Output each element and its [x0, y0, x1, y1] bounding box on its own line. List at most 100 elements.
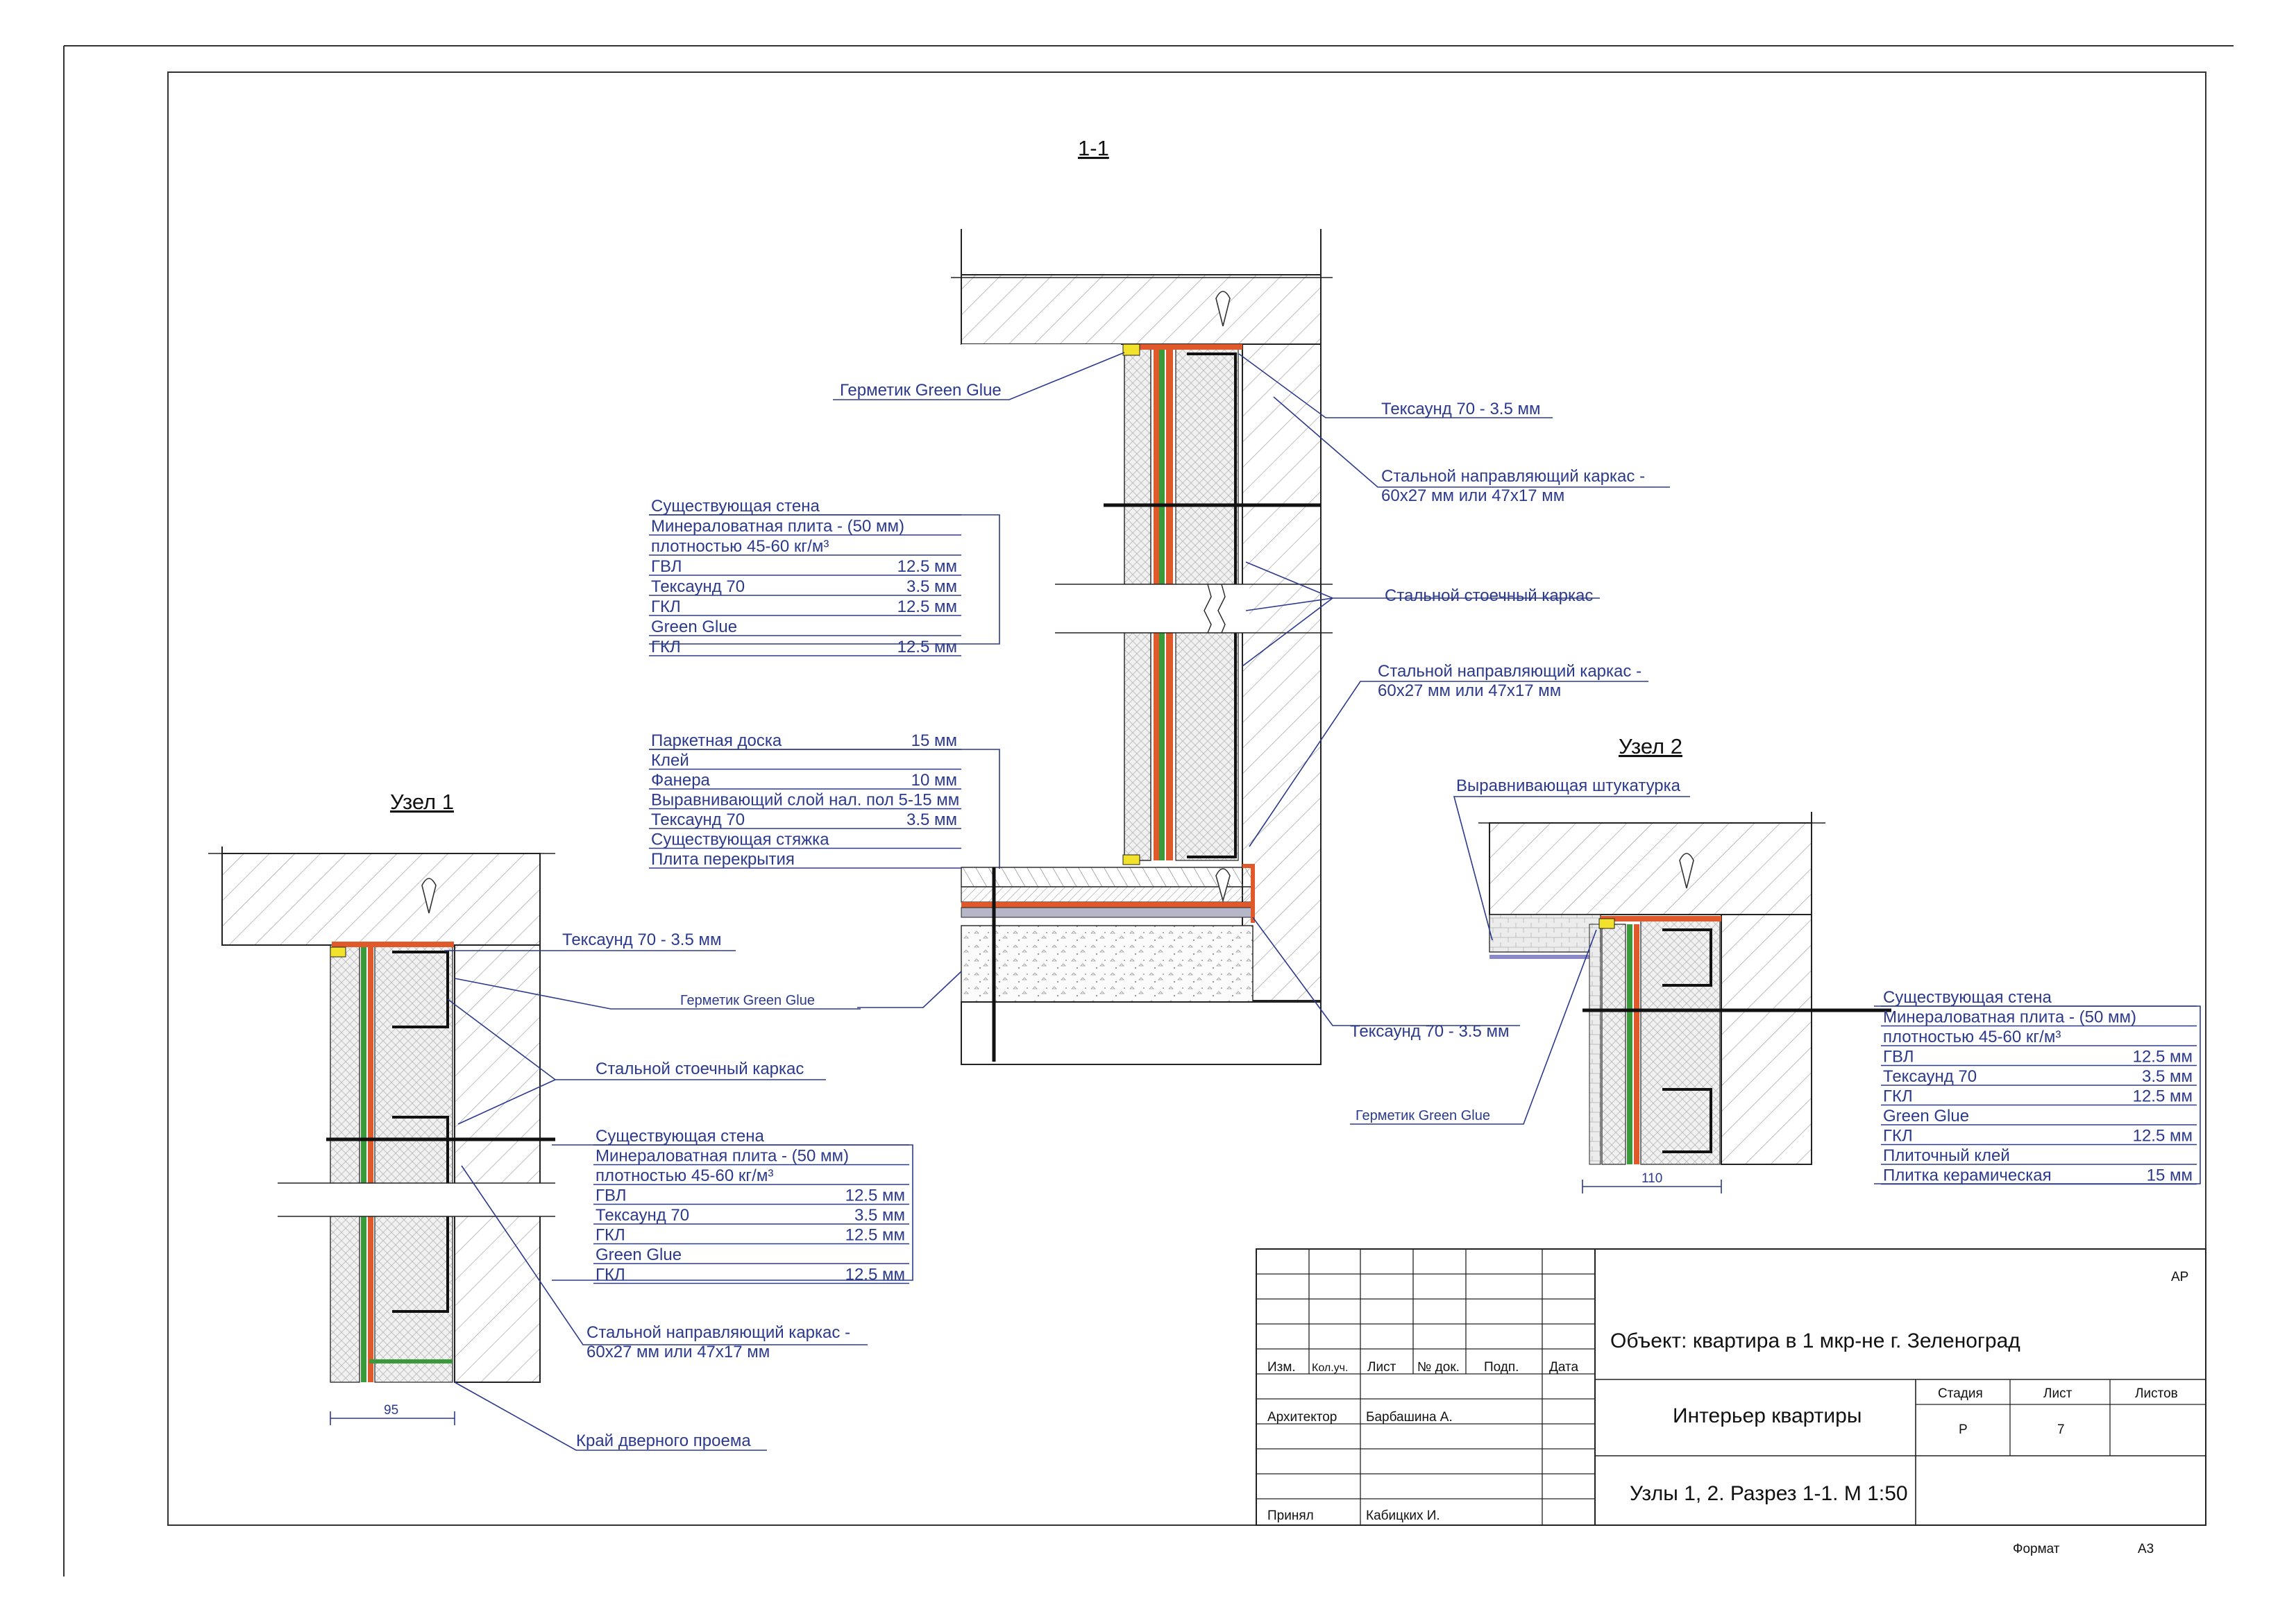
tb-approver-name: Кабицких И. [1366, 1509, 1440, 1523]
section-hermetic-label: Герметик Green Glue [840, 381, 1002, 400]
layer-name: Тексаунд 70 [651, 810, 745, 829]
tb-approver-role: Принял [1267, 1509, 1314, 1523]
layer-value: 3.5 мм [854, 1206, 905, 1225]
layer-name: Клей [651, 751, 689, 770]
layer-name: Green Glue [596, 1246, 682, 1264]
layer-value: 15 мм [911, 731, 957, 750]
layer-name: ГКЛ [596, 1226, 625, 1245]
section-guide-mid-label-1: Стальной направляющий каркас - [1378, 662, 1641, 681]
tb-header-doc: № док. [1417, 1360, 1460, 1375]
title-block [1256, 1248, 2206, 1526]
tb-project: Интерьер квартиры [1673, 1404, 1862, 1427]
node1-door-edge-label: Край дверного проема [576, 1431, 751, 1450]
layer-value: 12.5 мм [2133, 1048, 2193, 1067]
section-texsound-bottom-label: Тексаунд 70 - 3.5 мм [1350, 1022, 1510, 1041]
layer-name: Green Glue [651, 618, 737, 636]
tb-format-label: Формат [2013, 1542, 2060, 1556]
section-hermetic-floor-label: Герметик Green Glue [680, 993, 815, 1008]
section-guide-top-label-2: 60x27 мм или 47x17 мм [1381, 486, 1564, 505]
section-drawing [951, 229, 1333, 1065]
layer-name: Green Glue [1883, 1107, 1969, 1125]
layer-value: 15 мм [2147, 1166, 2193, 1185]
layer-value: 10 мм [911, 771, 957, 790]
layer-name: Тексаунд 70 [1883, 1067, 1977, 1086]
tb-format-value: А3 [2138, 1542, 2154, 1556]
layer-value: 12.5 мм [897, 638, 957, 656]
layer-name: ГКЛ [651, 597, 681, 616]
tb-header-change: Изм. [1267, 1360, 1296, 1375]
node2-title: Узел 2 [1619, 734, 1682, 758]
node1-guide-label-1: Стальной направляющий каркас - [586, 1323, 850, 1342]
layer-name: Минераловатная плита - (50 мм) [1883, 1008, 2136, 1027]
layer-name: Плита перекрытия [651, 850, 795, 869]
layer-name: Плитка керамическая [1883, 1166, 2052, 1185]
tb-stage-label: Стадия [1938, 1386, 1983, 1401]
node2-dimension: 110 [1641, 1171, 1662, 1186]
layer-name: плотностью 45-60 кг/м³ [651, 537, 829, 556]
node2-drawing [1478, 812, 1891, 1193]
layer-name: Минераловатная плита - (50 мм) [596, 1147, 849, 1166]
layer-value: 3.5 мм [906, 810, 957, 829]
layer-value: 12.5 мм [2133, 1127, 2193, 1146]
tb-header-sheet: Лист [1367, 1360, 1396, 1375]
sheet-frame [63, 45, 2234, 1577]
layer-name: ГВЛ [1883, 1048, 1914, 1067]
node1-guide-label-2: 60x27 мм или 47x17 мм [586, 1343, 770, 1361]
node1-dimension: 95 [384, 1403, 398, 1418]
layer-value: 12.5 мм [845, 1187, 905, 1205]
layer-name: Существующая стяжка [651, 831, 829, 849]
layer-name: Фанера [651, 771, 711, 790]
layer-name: плотностью 45-60 кг/м³ [596, 1166, 773, 1185]
layer-name: ГКЛ [1883, 1087, 1913, 1106]
tb-architect-name: Барбашина А. [1366, 1410, 1453, 1425]
tb-sheets-label: Листов [2135, 1386, 2178, 1401]
layer-value: 3.5 мм [2142, 1067, 2193, 1086]
layer-name: Плиточный клей [1883, 1146, 2010, 1165]
tb-sheet-label: Лист [2043, 1386, 2073, 1401]
tb-architect-role: Архитектор [1267, 1410, 1337, 1425]
layer-name: ГКЛ [1883, 1127, 1913, 1146]
tb-code: АР [2171, 1270, 2188, 1284]
section-guide-top-label-1: Стальной направляющий каркас - [1381, 467, 1645, 486]
layer-name: Тексаунд 70 [596, 1206, 689, 1225]
tb-stage-value: Р [1959, 1422, 1968, 1437]
layer-value: 12.5 мм [845, 1226, 905, 1245]
tb-sheet-title: Узлы 1, 2. Разрез 1-1. М 1:50 [1630, 1482, 1908, 1505]
node2-plaster-label: Выравнивающая штукатурка [1456, 776, 1681, 795]
layer-name: ГКЛ [651, 638, 681, 656]
section-guide-mid-label-2: 60x27 мм или 47x17 мм [1378, 681, 1561, 700]
tb-header-sign: Подп. [1484, 1360, 1519, 1375]
layer-name: Существующая стена [651, 497, 820, 516]
layer-value: 12.5 мм [897, 557, 957, 576]
layer-name: Минераловатная плита - (50 мм) [651, 517, 904, 536]
layer-name: ГКЛ [596, 1266, 625, 1284]
tb-header-count: Кол.уч. [1312, 1362, 1348, 1374]
section-texsound-top-label: Тексаунд 70 - 3.5 мм [1381, 400, 1541, 418]
layer-name: Существующая стена [1883, 988, 2052, 1007]
layer-name: Тексаунд 70 [651, 577, 745, 596]
layer-name: плотностью 45-60 кг/м³ [1883, 1028, 2061, 1046]
tb-object: Объект: квартира в 1 мкр-не г. Зеленогра… [1610, 1329, 2020, 1352]
layer-value: 12.5 мм [2133, 1087, 2193, 1106]
node1-leaders [444, 950, 913, 1451]
node2-hermetic-label: Герметик Green Glue [1356, 1108, 1490, 1123]
tb-header-date: Дата [1549, 1360, 1579, 1375]
layer-value: 3.5 мм [906, 577, 957, 596]
node1-drawing [208, 847, 555, 1425]
node1-stud-label: Стальной стоечный каркас [596, 1060, 804, 1078]
node1-texsound-label: Тексаунд 70 - 3.5 мм [562, 931, 722, 949]
tb-sheet-value: 7 [2057, 1422, 2065, 1437]
layer-name: Существующая стена [596, 1127, 764, 1146]
layer-name: Паркетная доска [651, 731, 782, 750]
section-stud-label: Стальной стоечный каркас [1385, 586, 1593, 605]
layer-name: ГВЛ [651, 557, 682, 576]
layer-name: ГВЛ [596, 1187, 626, 1205]
section-title: 1-1 [1078, 136, 1109, 160]
node1-title: Узел 1 [390, 790, 454, 814]
layer-name: Выравнивающий слой нал. пол 5-15 мм [651, 791, 959, 810]
